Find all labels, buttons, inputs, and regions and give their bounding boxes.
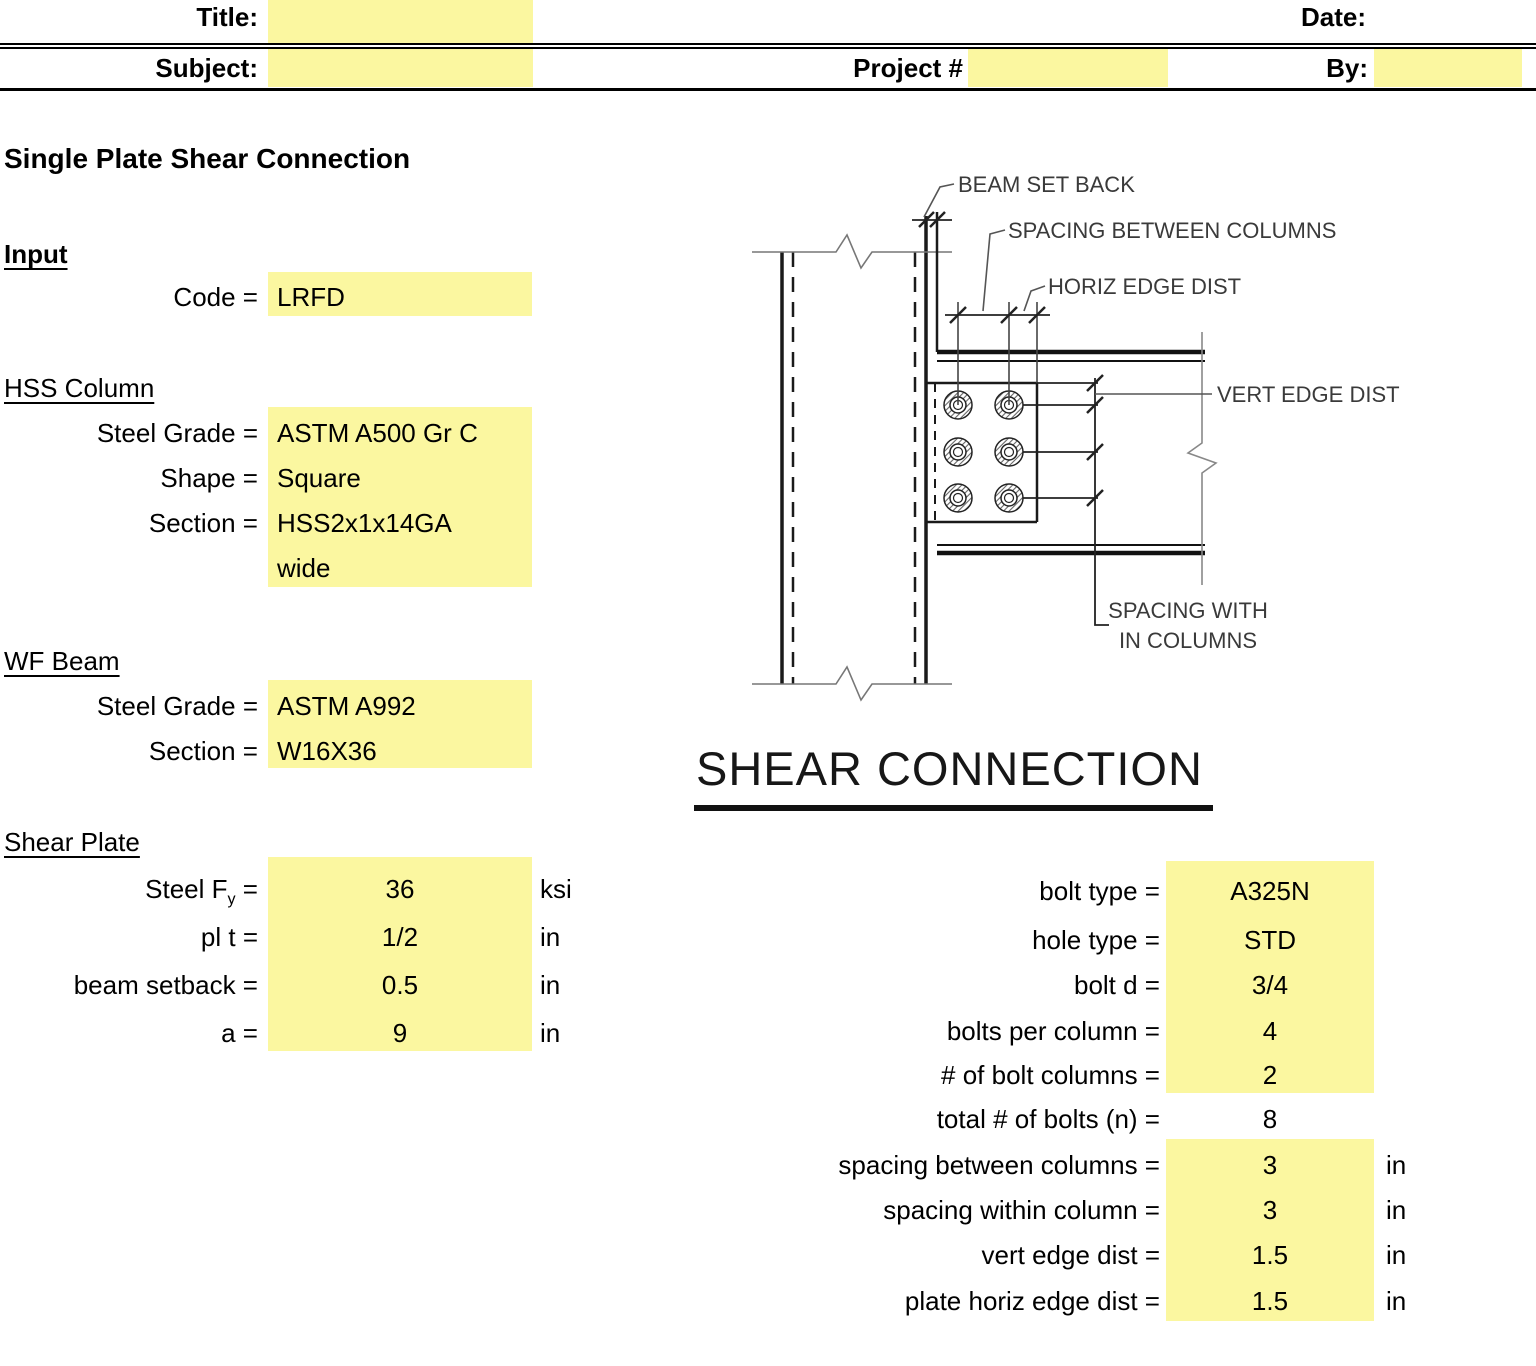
spacing-within-columns-callout-line2: IN COLUMNS [1119,628,1257,653]
wf-section-value: W16X36 [277,736,377,766]
a-dim-value[interactable]: 9 [392,1018,408,1048]
a-dim-unit: in [540,1018,561,1048]
hss-input-cell-block[interactable] [268,407,532,587]
project-input-cell[interactable] [968,49,1168,87]
shear-plate-input-cell-block[interactable] [268,857,532,1051]
total-bolts-value: 8 [1262,1104,1278,1134]
hole-type-value[interactable]: STD [1244,925,1296,955]
spacing-between-columns-label: spacing between columns = [838,1150,1160,1180]
bolts-per-column-label: bolts per column = [946,1016,1160,1046]
date-label: Date: [1300,2,1366,32]
wf-grade-value: ASTM A992 [277,691,416,721]
bolt-d-label: bolt d = [1073,970,1160,1000]
vert-edge-dist-label: vert edge dist = [981,1240,1161,1270]
plate-horiz-edge-dist-value[interactable]: 1.5 [1251,1286,1289,1316]
top-dimension [945,302,1050,405]
by-label: By: [1326,53,1368,83]
bolt-type-value[interactable]: A325N [1230,876,1310,906]
steel-fy-value[interactable]: 36 [385,874,415,904]
spacing-between-columns-value[interactable]: 3 [1262,1150,1278,1180]
steel-fy-label: Steel Fy = [145,874,258,909]
beam-setback-lines [912,211,952,352]
bolt-icon [994,483,1024,513]
bolt-columns-value[interactable]: 2 [1262,1060,1278,1090]
subject-label: Subject: [155,53,258,83]
spacing-within-columns-callout-line1: SPACING WITH [1108,598,1268,623]
leader-lines [923,183,1212,395]
title-input-cell[interactable] [268,0,533,43]
bolt-columns-label: # of bolt columns = [941,1060,1160,1090]
section-heading-input: Input [4,239,68,269]
project-label: Project # [853,53,963,83]
bolts-per-column-value[interactable]: 4 [1262,1016,1278,1046]
column-break-lines [752,233,952,702]
a-dim-label: a = [221,1018,258,1048]
hss-section-label: Section = [148,508,258,538]
title-label: Title: [196,2,258,32]
page-title: Single Plate Shear Connection [4,143,411,174]
hole-type-label: hole type = [1032,925,1160,955]
pl-t-value[interactable]: 1/2 [381,922,419,952]
total-bolts-label: total # of bolts (n) = [936,1104,1160,1134]
steel-fy-unit: ksi [540,874,572,904]
spacing-between-columns-callout: SPACING BETWEEN COLUMNS [1008,218,1336,243]
horiz-edge-dist-callout: HORIZ EDGE DIST [1048,274,1241,299]
hss-section-value: HSS2x1x14GA [277,508,452,538]
beam-flanges [937,349,1205,556]
bolt-icon [943,437,973,467]
vert-edge-dist-value[interactable]: 1.5 [1251,1240,1289,1270]
vert-edge-dist-callout: VERT EDGE DIST [1217,382,1400,407]
by-input-cell[interactable] [1374,49,1522,87]
plate-horiz-edge-dist-label: plate horiz edge dist = [904,1286,1160,1316]
code-label: Code = [173,282,258,312]
wf-input-cell-block[interactable] [268,680,532,768]
beam-break-line [1186,332,1218,585]
hss-section-value-line2: wide [277,553,331,583]
section-heading-wf-beam: WF Beam [4,646,120,676]
bolt-d-value[interactable]: 3/4 [1251,970,1289,1000]
subject-input-cell[interactable] [268,49,533,87]
hss-grade-value: ASTM A500 Gr C [277,418,478,448]
section-heading-hss-column: HSS Column [4,373,155,403]
pl-t-label: pl t = [200,922,258,952]
shear-connection-drawing: BEAM SET BACK SPACING BETWEEN COLUMNS HO… [752,172,1400,702]
bolt-icon [943,483,973,513]
spacing-input-cell-block[interactable] [1166,1139,1374,1321]
wf-section-label: Section = [148,736,258,766]
bolt-icon [994,437,1024,467]
beam-setback-unit: in [540,970,561,1000]
bolt-input-cell-block[interactable] [1166,861,1374,1093]
code-input-cell[interactable] [268,272,532,316]
hss-column-lines [780,216,928,684]
wf-grade-label: Steel Grade = [96,691,258,721]
vert-dimension [1023,374,1109,626]
header-rule-3 [0,88,1536,91]
spacing-between-columns-unit: in [1386,1150,1407,1180]
pl-t-unit: in [540,922,561,952]
hss-grade-label: Steel Grade = [96,418,258,448]
spacing-within-column-label: spacing within column = [883,1195,1160,1225]
hss-shape-value: Square [277,463,361,493]
bolt-group [943,390,1024,513]
vert-edge-dist-unit: in [1386,1240,1407,1270]
beam-set-back-label: BEAM SET BACK [958,172,1135,197]
bolt-type-label: bolt type = [1039,876,1160,906]
plate-horiz-edge-dist-unit: in [1386,1286,1407,1316]
hss-shape-label: Shape = [160,463,258,493]
header-rule-1 [0,43,1536,45]
beam-setback-label: beam setback = [73,970,258,1000]
beam-setback-value[interactable]: 0.5 [381,970,419,1000]
code-value: LRFD [277,282,345,312]
spacing-within-column-unit: in [1386,1195,1407,1225]
header-rule-2 [0,47,1536,49]
section-heading-shear-plate: Shear Plate [4,827,140,857]
spacing-within-column-value[interactable]: 3 [1262,1195,1278,1225]
drawing-caption: SHEAR CONNECTION [694,741,1213,811]
